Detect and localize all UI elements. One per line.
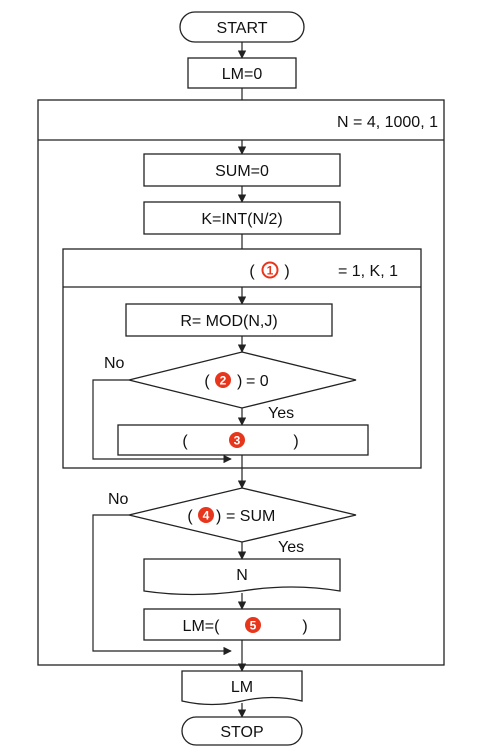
marker-2-icon: 2: [215, 372, 231, 388]
condition-2-label: = SUM: [226, 508, 275, 525]
output-n-document: N: [143, 558, 341, 596]
inner-loop-label: = 1, K, 1: [338, 263, 398, 280]
stop-label: STOP: [220, 724, 263, 741]
condition-1-decision: ( 2 ) = 0: [128, 351, 357, 409]
k-assign-process: K=INT(N/2): [143, 201, 341, 235]
condition-2-decision: ( 4 ) = SUM: [128, 487, 357, 543]
output-n-label: N: [236, 567, 248, 584]
condition-2-no-label: No: [108, 491, 129, 508]
svg-text:3: 3: [234, 434, 241, 448]
output-lm-label: LM: [231, 679, 253, 696]
condition-1-no-label: No: [104, 355, 125, 372]
svg-text:1: 1: [267, 264, 274, 278]
svg-text:(: (: [249, 263, 255, 280]
sum-init-process: SUM=0: [143, 153, 341, 187]
start-terminal: START: [179, 11, 305, 43]
svg-text:(: (: [187, 508, 193, 525]
condition-1-label: = 0: [246, 373, 269, 390]
init-lm-process: LM=0: [187, 57, 297, 89]
statement-3-process: ( 3 ): [117, 424, 369, 456]
condition-2-yes-label: Yes: [278, 539, 304, 556]
svg-text:4: 4: [203, 509, 210, 523]
sum-init-label: SUM=0: [215, 163, 269, 180]
svg-text:): ): [284, 263, 289, 280]
start-label: START: [217, 20, 268, 37]
svg-text:(: (: [182, 433, 188, 450]
outer-loop-label: N = 4, 1000, 1: [337, 114, 438, 131]
svg-text:): ): [237, 373, 242, 390]
output-lm-document: LM: [181, 670, 303, 706]
svg-text:(: (: [204, 373, 210, 390]
svg-text:2: 2: [220, 374, 227, 388]
svg-text:): ): [293, 433, 298, 450]
init-lm-label: LM=0: [222, 66, 263, 83]
svg-text:5: 5: [250, 619, 257, 633]
svg-text:): ): [302, 618, 307, 635]
marker-5-icon: 5: [245, 617, 261, 633]
svg-text:LM=(: LM=(: [183, 618, 221, 635]
outer-loop: N = 4, 1000, 1: [37, 99, 445, 666]
k-assign-label: K=INT(N/2): [201, 211, 282, 228]
marker-1-icon: 1: [261, 261, 279, 279]
connector-cond2-no: [92, 514, 232, 656]
svg-text:): ): [216, 508, 221, 525]
marker-3-icon: 3: [229, 432, 245, 448]
r-assign-label: R= MOD(N,J): [180, 313, 277, 330]
marker-4-icon: 4: [198, 507, 214, 523]
condition-1-yes-label: Yes: [268, 405, 294, 422]
r-assign-process: R= MOD(N,J): [125, 303, 333, 337]
lm-assign-process: LM=( 5 ): [143, 608, 341, 641]
connector-cond1-no: [92, 379, 232, 464]
stop-terminal: STOP: [181, 716, 303, 746]
